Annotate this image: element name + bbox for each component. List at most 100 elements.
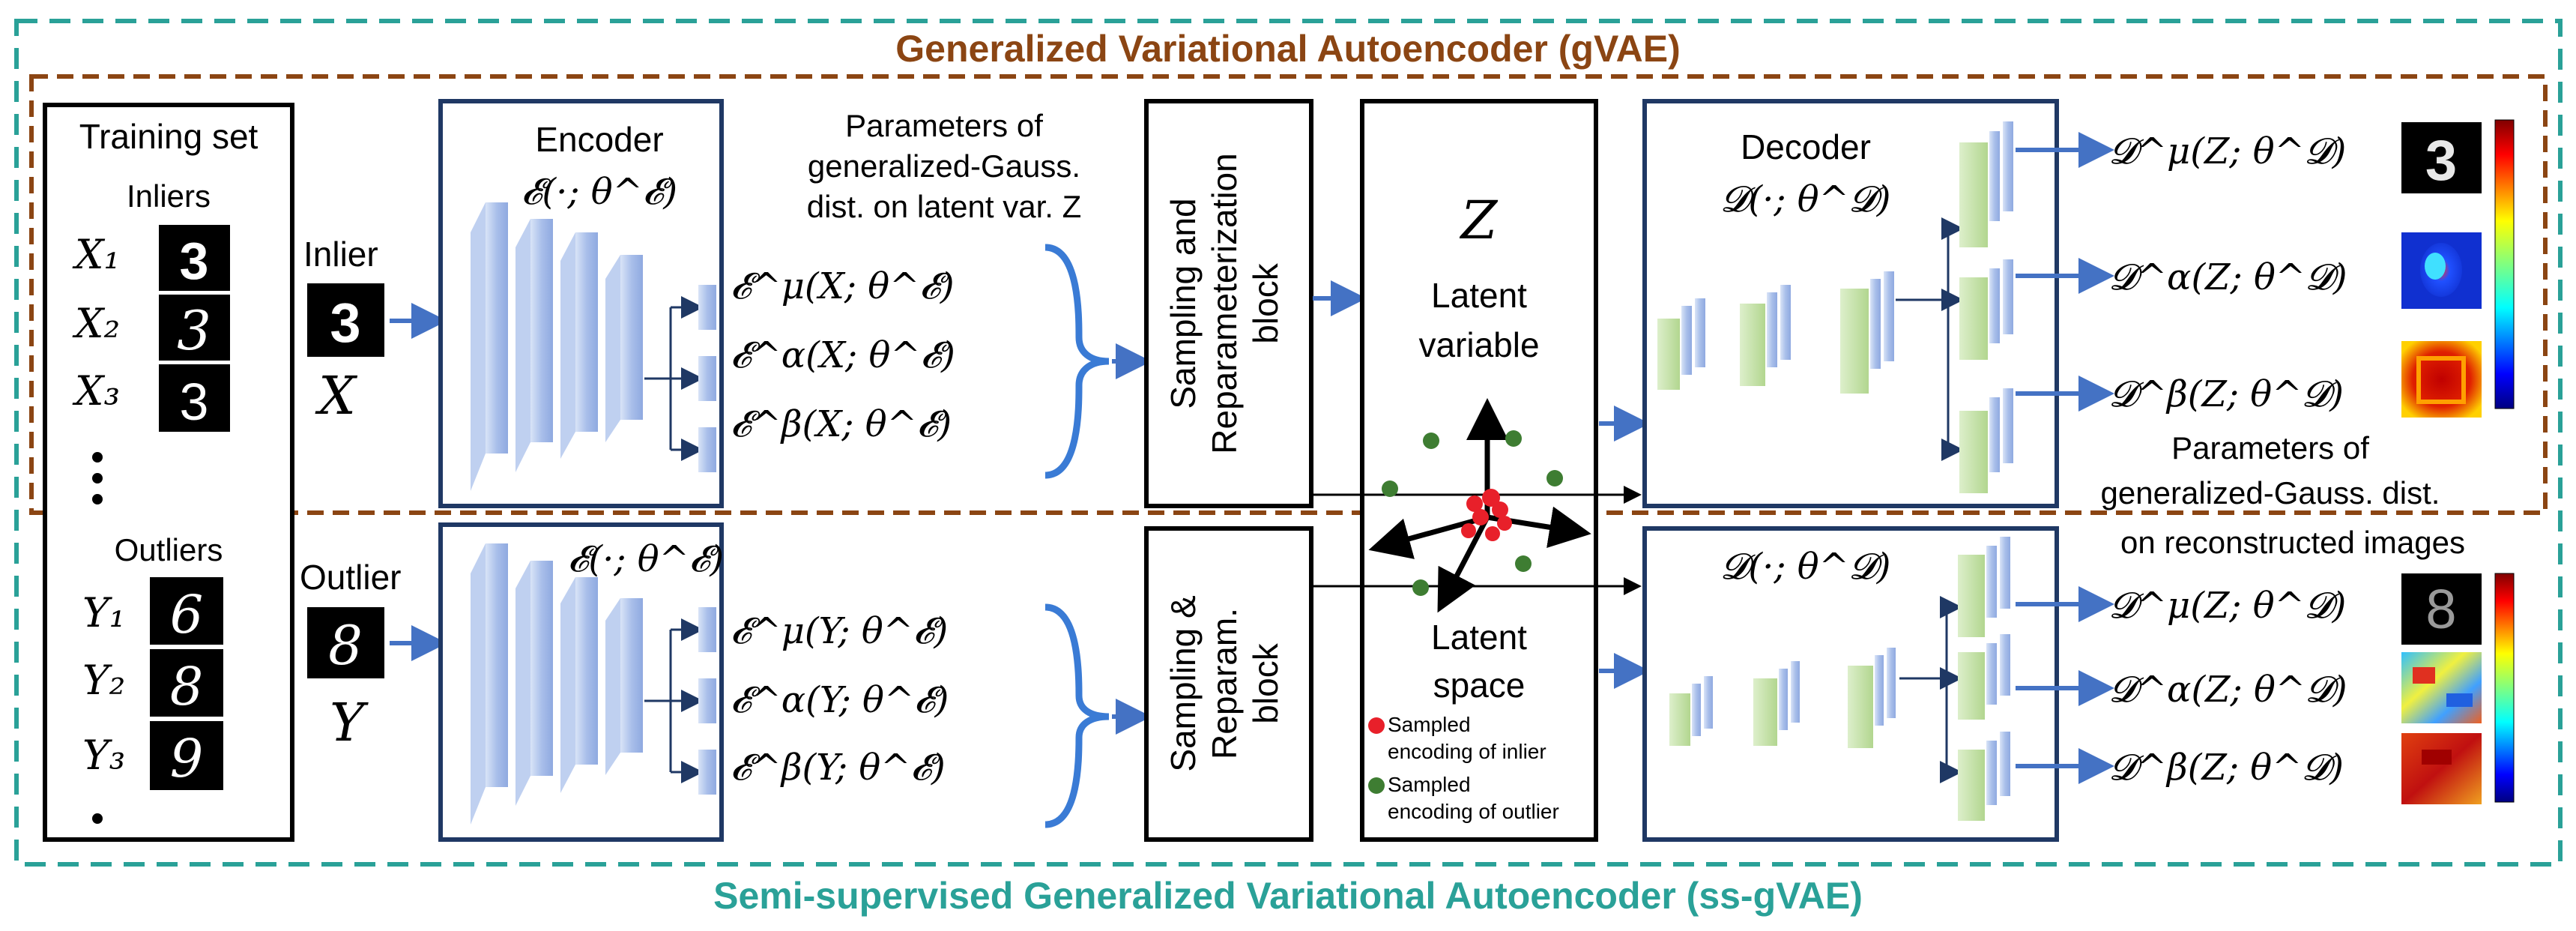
decoder-output-footer-2: generalized-Gauss. dist. xyxy=(2101,475,2440,510)
svg-text:3: 3 xyxy=(177,299,211,362)
decoder-lower-box: 𝓓(·; θ^𝓓) xyxy=(1642,526,2059,842)
decoder-output-footer-1: Parameters of xyxy=(2171,430,2369,466)
encoder-func-upper: 𝓔(·; θ^𝓔) xyxy=(521,171,677,213)
latent-label-2: variable xyxy=(1418,325,1539,364)
decoder-output-outlier-beta: 𝓓^β(Z; θ^𝓓) xyxy=(2109,747,2344,789)
decoder-output-footer-3: on reconstructed images xyxy=(2120,525,2465,560)
inlier-input-label: Inlier xyxy=(303,235,378,274)
latent-space-label-2: space xyxy=(1433,666,1526,705)
svg-text:9: 9 xyxy=(170,728,204,789)
encoder-lower-layers xyxy=(471,543,643,825)
decoder-output-inlier-mu: 𝓓^μ(Z; θ^𝓓) xyxy=(2109,130,2346,172)
sampling-block-upper: Sampling and Reparameterization block xyxy=(1144,99,1313,508)
decoder-output-outlier-mu: 𝓓^μ(Z; θ^𝓓) xyxy=(2109,585,2346,627)
inlier-input-thumbnail: 3 xyxy=(307,283,384,357)
outlier-input-thumbnail: 8 xyxy=(307,607,384,678)
outliers-label: Outliers xyxy=(115,532,223,567)
svg-text:Sampling &: Sampling & xyxy=(1164,595,1203,771)
sampling-block-lower: Sampling & Reparam. block xyxy=(1144,526,1313,842)
inlier-var-3: X₃ xyxy=(72,367,120,415)
inlier-var-2: X₂ xyxy=(72,300,120,347)
inlier-thumbnail-1: 3 xyxy=(159,225,230,291)
encoder-output-outlier-mu: 𝓔^μ(Y; θ^𝓔) xyxy=(731,610,948,652)
outlier-input-label: Outlier xyxy=(300,558,401,597)
svg-text:3: 3 xyxy=(2425,129,2457,193)
outlier-thumbnail-2: 8 xyxy=(150,649,223,717)
legend-outlier-dot xyxy=(1368,777,1385,794)
svg-text:8: 8 xyxy=(328,614,363,677)
recon-mu-inlier: 3 xyxy=(2401,122,2482,193)
colorbar-icon xyxy=(2494,119,2515,409)
recon-alpha-outlier xyxy=(2401,652,2482,723)
brace-icon xyxy=(1044,603,1110,828)
encoder-output-outlier-alpha: 𝓔^α(Y; θ^𝓔) xyxy=(731,679,949,721)
legend-outlier-2: encoding of outlier xyxy=(1388,800,1559,823)
svg-text:block: block xyxy=(1246,642,1285,723)
decoder-output-inlier-beta: 𝓓^β(Z; θ^𝓓) xyxy=(2109,373,2344,415)
encoder-upper-layers xyxy=(471,202,643,491)
encoder-upper-box: Encoder 𝓔(·; θ^𝓔) xyxy=(438,99,724,508)
latent-z: Z xyxy=(1460,190,1499,251)
encoder-output-header-3: dist. on latent var. Z xyxy=(807,189,1082,224)
svg-text:Sampling and: Sampling and xyxy=(1164,198,1203,409)
encoder-output-outlier-beta: 𝓔^β(Y; θ^𝓔) xyxy=(731,747,946,789)
decoder-upper-box: Decoder 𝓓(·; θ^𝓓) xyxy=(1642,99,2059,508)
latent-space-label-1: Latent xyxy=(1431,618,1527,657)
recon-beta-inlier xyxy=(2401,341,2482,418)
decoder-func-lower: 𝓓(·; θ^𝓓) xyxy=(1721,546,1891,588)
gvae-title: Generalized Variational Autoencoder (gVA… xyxy=(895,28,1680,70)
brace-icon xyxy=(1044,244,1110,479)
inlier-input-var: X xyxy=(315,365,358,427)
inlier-points xyxy=(1461,489,1512,541)
svg-text:6: 6 xyxy=(170,584,204,645)
encoder-output-inlier-alpha: 𝓔^α(X; θ^𝓔) xyxy=(731,334,955,376)
outlier-thumbnail-1: 6 xyxy=(150,577,223,645)
svg-text:Reparameterization: Reparameterization xyxy=(1205,153,1244,454)
encoder-output-inlier-mu: 𝓔^μ(X; θ^𝓔) xyxy=(731,265,955,307)
outlier-points xyxy=(1382,430,1563,596)
encoder-lower-box: 𝓔(·; θ^𝓔) xyxy=(438,522,724,842)
recon-beta-outlier xyxy=(2401,733,2482,804)
encoder-output-header-2: generalized-Gauss. xyxy=(808,148,1080,184)
inlier-thumbnail-2: 3 xyxy=(159,295,230,362)
decoder-func-upper: 𝓓(·; θ^𝓓) xyxy=(1721,178,1891,220)
colorbar-icon xyxy=(2494,573,2515,803)
encoder-output-header-1: Parameters of xyxy=(845,108,1043,143)
outlier-input-var: Y xyxy=(330,692,369,753)
outlier-var-1: Y₁ xyxy=(82,589,125,636)
outlier-var-3: Y₃ xyxy=(82,732,125,779)
encoder-func-lower: 𝓔(·; θ^𝓔) xyxy=(568,538,724,580)
latent-label-1: Latent xyxy=(1431,276,1527,315)
training-set-heading: Training set xyxy=(79,117,258,156)
legend-outlier-1: Sampled xyxy=(1388,773,1471,796)
svg-text:8: 8 xyxy=(2425,578,2456,640)
outlier-thumbnail-3: 9 xyxy=(150,721,223,790)
latent-panel: Z Latent variable Latent xyxy=(1311,99,1642,842)
svg-text:3: 3 xyxy=(180,373,209,431)
legend-inlier-dot xyxy=(1368,717,1385,734)
ss-gvae-frame xyxy=(14,19,2563,867)
decoder-output-outlier-alpha: 𝓓^α(Z; θ^𝓓) xyxy=(2109,669,2347,711)
recon-mu-outlier: 8 xyxy=(2401,573,2482,645)
recon-alpha-inlier xyxy=(2401,232,2482,309)
legend-inlier-1: Sampled xyxy=(1388,713,1471,736)
encoder-title: Encoder xyxy=(535,120,663,159)
decoder-title: Decoder xyxy=(1741,127,1871,166)
svg-text:8: 8 xyxy=(170,656,204,717)
gvae-frame xyxy=(29,74,2548,515)
inlier-thumbnail-3: 3 xyxy=(159,364,230,432)
inliers-label: Inliers xyxy=(127,178,211,214)
outlier-var-2: Y₂ xyxy=(82,657,125,704)
svg-text:block: block xyxy=(1246,262,1285,343)
encoder-output-inlier-beta: 𝓔^β(X; θ^𝓔) xyxy=(731,403,952,445)
legend-inlier-2: encoding of inlier xyxy=(1388,740,1546,763)
svg-text:3: 3 xyxy=(180,232,209,290)
inlier-var-1: X₁ xyxy=(72,231,120,278)
ss-gvae-title: Semi-supervised Generalized Variational … xyxy=(713,875,1863,917)
svg-text:Reparam.: Reparam. xyxy=(1205,608,1244,759)
decoder-output-inlier-alpha: 𝓓^α(Z; θ^𝓓) xyxy=(2109,256,2347,298)
training-set-panel: Training set Inliers Outliers X₁ X₂ X₃ 3… xyxy=(43,103,294,842)
svg-text:3: 3 xyxy=(330,292,360,354)
